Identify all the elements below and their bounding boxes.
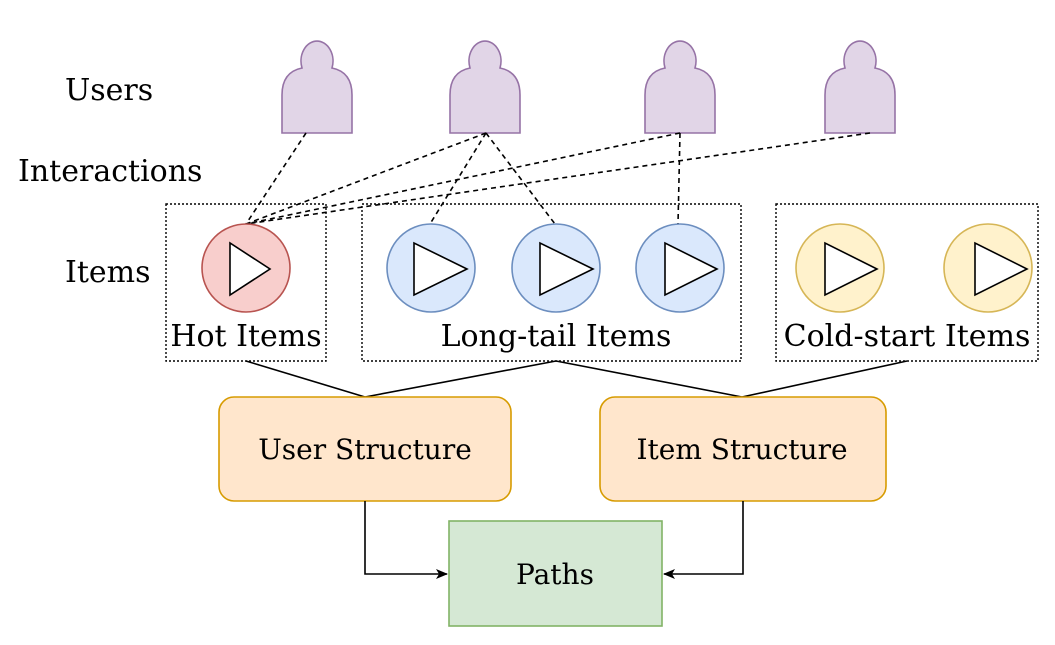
- connector-line: [245, 360, 366, 398]
- play-icon: [539, 241, 595, 297]
- structure-connectors: [245, 360, 908, 398]
- cold-start-item-node: [943, 223, 1033, 313]
- interaction-edge: [245, 132, 487, 225]
- play-icon: [413, 241, 469, 297]
- interaction-edge: [245, 132, 871, 225]
- user-icon: [644, 40, 716, 134]
- interaction-edge: [429, 132, 487, 225]
- arrow-item-structure-to-paths: [663, 501, 744, 579]
- arrow-user-structure-to-paths: [364, 501, 448, 579]
- user-structure-label: User Structure: [258, 433, 472, 466]
- interaction-edge: [485, 132, 556, 225]
- paths-box: [448, 520, 663, 627]
- row-label-users: Users: [65, 73, 153, 108]
- play-icon: [824, 241, 879, 297]
- long-tail-item-node: [635, 223, 725, 313]
- play-icon: [229, 241, 272, 297]
- paths-label: Paths: [516, 558, 594, 591]
- interaction-edges: [245, 132, 871, 225]
- row-label-interactions: Interactions: [18, 154, 202, 189]
- connector-line: [741, 360, 908, 398]
- long-tail-items-label: Long-tail Items: [441, 319, 672, 354]
- play-icon: [974, 241, 1029, 297]
- cold-start-items-label: Cold-start Items: [784, 319, 1031, 354]
- long-tail-item-node: [386, 223, 476, 313]
- long-tail-item-node: [511, 223, 601, 313]
- hot-item-node: [201, 223, 291, 313]
- play-icon: [664, 241, 719, 297]
- connector-line: [555, 360, 743, 398]
- interaction-edge: [245, 132, 681, 225]
- interaction-edge: [245, 132, 307, 225]
- row-label-items: Items: [65, 255, 151, 290]
- long-tail-items-group: [361, 203, 742, 362]
- item-structure-label: Item Structure: [636, 433, 847, 466]
- connector-line: [364, 360, 557, 398]
- user-icon: [824, 40, 896, 134]
- cold-start-item-node: [795, 223, 885, 313]
- user-icon: [281, 40, 353, 134]
- user-icon: [449, 40, 521, 134]
- interaction-edge: [677, 132, 681, 225]
- hot-items-label: Hot Items: [170, 319, 321, 354]
